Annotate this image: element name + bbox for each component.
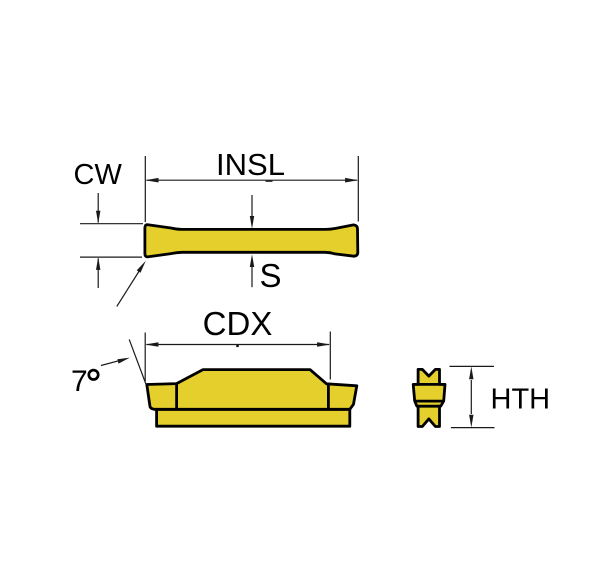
svg-text:S: S <box>260 257 282 294</box>
svg-text:CW: CW <box>74 159 123 191</box>
svg-text:CDX: CDX <box>203 305 273 342</box>
svg-text:HTH: HTH <box>491 384 551 416</box>
svg-text:7: 7 <box>71 365 88 398</box>
svg-text:INSL: INSL <box>216 147 285 182</box>
